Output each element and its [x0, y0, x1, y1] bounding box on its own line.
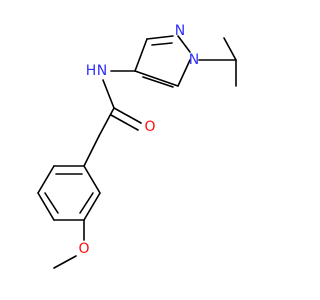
bond-ring-d-e — [37, 192, 55, 221]
atom-label-group: N H O N N O — [78, 23, 199, 257]
bond-ch2-ring — [83, 135, 100, 167]
carbonyl-oxygen-label: O — [144, 119, 155, 135]
bond-n1-n2 — [177, 35, 191, 53]
amide-hydrogen-label: H — [86, 63, 97, 79]
pyrazole-nitrogen-1-label: N — [189, 52, 199, 68]
bond-c3-c4 — [134, 38, 148, 72]
bond-c4-c5-double — [142, 76, 174, 88]
amide-nitrogen-label: N — [97, 63, 107, 79]
bond-group — [37, 35, 237, 269]
bond-carbonyl-o-2 — [110, 114, 139, 131]
pyrazole-nitrogen-2-label: N — [175, 23, 185, 39]
methoxy-oxygen-label: O — [78, 241, 89, 257]
bond-c4-c5 — [134, 70, 179, 87]
bond-ring-inner-2 — [79, 192, 94, 214]
bond-carbonyl-ch2 — [98, 107, 115, 137]
bond-ring-e-f — [37, 165, 55, 194]
bond-ring-inner-3 — [44, 192, 59, 214]
bond-ring-a-b — [83, 165, 101, 194]
bond-nh-carbonyl — [102, 79, 115, 109]
bond-n2-c3-double — [151, 42, 173, 46]
bond-carbonyl-o-1 — [113, 107, 142, 124]
bond-n1-c5 — [177, 59, 191, 87]
bond-o-methyl — [53, 255, 77, 269]
bond-ch-methyl-top — [223, 37, 237, 61]
bond-n2-c3 — [146, 35, 174, 40]
bond-ring-b-c — [83, 192, 101, 221]
molecule-structure-diagram: N H O N N O — [37, 23, 237, 269]
